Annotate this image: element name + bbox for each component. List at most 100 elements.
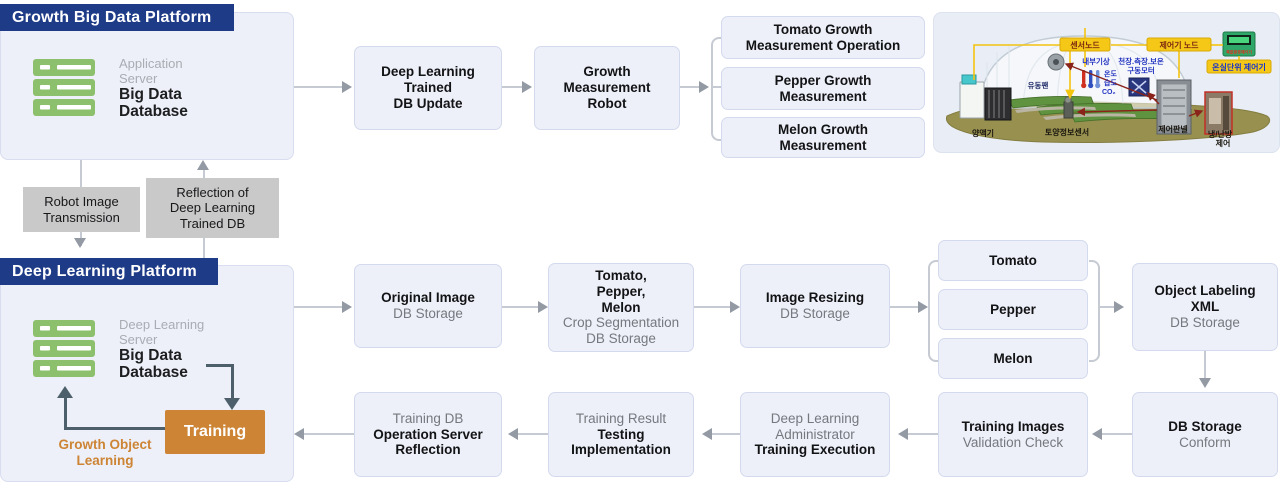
- greenhouse-illustration: 복합환경제어기 센서노드: [933, 12, 1280, 158]
- box-subtitle: Training Result: [575, 410, 667, 426]
- box-title: Tomato: [989, 252, 1037, 268]
- ground-labels: 양액기 토양정보센서 제어판넬 냉/난방 제어: [972, 124, 1233, 148]
- svg-text:제어: 제어: [1216, 138, 1231, 148]
- svg-text:제어판넬: 제어판넬: [1158, 124, 1187, 134]
- arrow-down-icon: [74, 238, 86, 248]
- flow-line: [711, 86, 721, 88]
- branch-bracket: [711, 37, 722, 141]
- box-training-images-validation: Training Images Validation Check: [938, 392, 1088, 477]
- box-melon-growth-measurement: Melon Growth Measurement: [721, 117, 925, 158]
- arrow-up-icon: [57, 386, 73, 398]
- control-arrows: [1064, 62, 1204, 118]
- flow-line: [302, 433, 354, 435]
- sensor-lines: [973, 28, 1240, 100]
- training-to-server-line: [64, 427, 165, 430]
- server-stack-icon: [33, 57, 95, 124]
- box-subtitle: Crop Segmentation DB Storage: [562, 315, 680, 347]
- flow-line: [1098, 306, 1116, 308]
- box-melon: Melon: [938, 338, 1088, 379]
- flow-line: [292, 86, 344, 88]
- box-title: Operation Server Reflection: [373, 426, 483, 458]
- growth-object-learning-label: Growth Object Learning: [58, 437, 152, 468]
- flow-line: [502, 306, 540, 308]
- flow-line: [710, 433, 740, 435]
- soil-sensor: [1063, 96, 1074, 119]
- hvac-unit: [1204, 91, 1233, 135]
- training-to-server-line: [64, 398, 67, 429]
- box-operation-server-reflection: Training DB Operation Server Reflection: [354, 392, 502, 477]
- flow-line: [680, 86, 700, 88]
- box-title: Deep Learning Trained DB Update: [381, 64, 475, 111]
- svg-text:습도: 습도: [1104, 78, 1117, 87]
- box-pepper: Pepper: [938, 289, 1088, 330]
- arrow-right-icon: [918, 301, 928, 313]
- controller-node-label: 제어기 노드: [1146, 37, 1212, 52]
- box-title: Original Image: [381, 290, 475, 306]
- box-tomato-growth-measurement: Tomato Growth Measurement Operation: [721, 16, 925, 59]
- box-original-image: Original Image DB Storage: [354, 264, 502, 348]
- box-subtitle: Conform: [1179, 434, 1231, 450]
- arrow-right-icon: [342, 81, 352, 93]
- arrow-left-icon: [294, 428, 304, 440]
- box-subtitle: Validation Check: [962, 434, 1064, 450]
- arrow-left-icon: [1092, 428, 1102, 440]
- box-deep-learning-trained-db-update: Deep Learning Trained DB Update: [354, 46, 502, 130]
- sensor-node-label: 센서노드: [1059, 37, 1111, 52]
- box-title: Testing Implementation: [571, 426, 671, 458]
- arrow-down-icon: [224, 398, 240, 410]
- box-title: Training Execution: [754, 442, 876, 458]
- box-tomato: Tomato: [938, 240, 1088, 281]
- control-panel: [1156, 79, 1192, 135]
- crop-rows: [1008, 96, 1169, 123]
- box-subtitle: Deep Learning Administrator: [770, 410, 860, 442]
- arrow-right-icon: [699, 81, 709, 93]
- svg-text:온실단위 제어기: 온실단위 제어기: [1212, 62, 1266, 72]
- svg-text:CO₂: CO₂: [1102, 89, 1116, 96]
- box-object-labeling-xml: Object Labeling XML DB Storage: [1132, 263, 1278, 351]
- box-title: Melon: [993, 350, 1033, 366]
- flow-line: [1100, 433, 1132, 435]
- flow-line: [890, 306, 920, 308]
- arrow-left-icon: [702, 428, 712, 440]
- nutrient-machine: [959, 74, 1012, 121]
- branch-bracket: [928, 260, 939, 362]
- blue-annotations: 내부기상 천장.측장.보온 구동모터 온도 습도 CO₂ 유동팬: [1028, 56, 1164, 96]
- device-label: 복합환경제어기: [1226, 49, 1252, 55]
- server-stack-icon: [33, 318, 95, 385]
- arrow-right-icon: [538, 301, 548, 313]
- deep-platform-header: Deep Learning Platform: [0, 258, 218, 285]
- box-title: Training Images: [961, 418, 1065, 434]
- arrow-left-icon: [898, 428, 908, 440]
- svg-text:냉/난방: 냉/난방: [1208, 129, 1233, 139]
- growth-server-role: Application Server: [119, 56, 183, 87]
- arrow-right-icon: [342, 301, 352, 313]
- flow-line: [516, 433, 548, 435]
- db-to-training-line: [231, 364, 234, 400]
- arrow-left-icon: [508, 428, 518, 440]
- robot-image-transmission-label: Robot Image Transmission: [23, 187, 140, 232]
- svg-text:온도: 온도: [1104, 69, 1117, 78]
- box-title: Image Resizing: [765, 290, 865, 306]
- arrow-down-icon: [1199, 378, 1211, 388]
- fan-icon: [1047, 53, 1065, 71]
- box-subtitle: Training DB: [392, 410, 464, 426]
- growth-platform-header: Growth Big Data Platform: [0, 4, 234, 31]
- svg-text:센서노드: 센서노드: [1070, 40, 1100, 50]
- box-growth-measurement-robot: Growth Measurement Robot: [534, 46, 680, 130]
- box-testing-implementation: Training Result Testing Implementation: [548, 392, 694, 477]
- svg-text:제어기 노드: 제어기 노드: [1159, 40, 1199, 50]
- box-title: Growth Measurement Robot: [563, 64, 651, 111]
- svg-text:내부기상: 내부기상: [1082, 56, 1110, 66]
- training-box: Training: [165, 410, 265, 454]
- reflection-trained-db-label: Reflection of Deep Learning Trained DB: [146, 178, 279, 238]
- svg-text:구동모터: 구동모터: [1127, 65, 1155, 75]
- arrow-right-icon: [1114, 301, 1124, 313]
- box-subtitle: DB Storage: [780, 306, 850, 321]
- box-title: Pepper Growth Measurement: [774, 72, 872, 104]
- box-crop-segmentation: Tomato, Pepper, Melon Crop Segmentation …: [548, 263, 694, 352]
- svg-text:토양정보센서: 토양정보센서: [1045, 127, 1089, 137]
- svg-text:천장.측장.보온: 천장.측장.보온: [1118, 56, 1164, 66]
- db-to-training-line: [206, 364, 234, 367]
- growth-platform-title: Growth Big Data Platform: [12, 8, 212, 26]
